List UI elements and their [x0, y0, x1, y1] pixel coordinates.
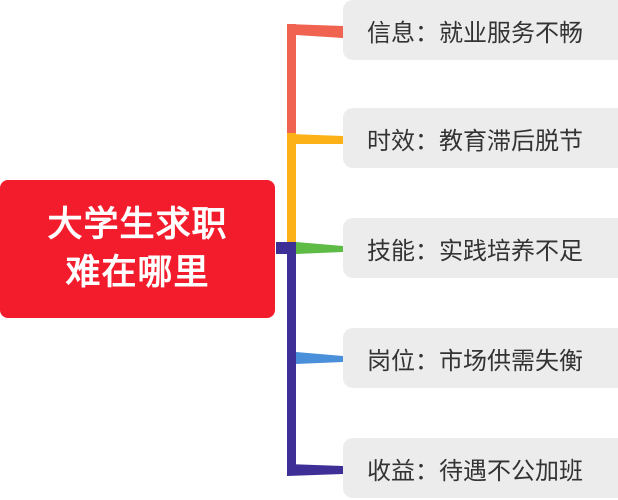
branch-label: 技能：实践培养不足 [367, 236, 583, 265]
root-topic-line1: 大学生求职 [47, 205, 228, 245]
branch-timeliness[interactable]: 时效：教育滞后脱节 [343, 108, 618, 168]
root-topic-line2: 难在哪里 [65, 253, 210, 293]
branch-income[interactable]: 收益：待遇不公加班 [343, 438, 618, 498]
branch-label: 收益：待遇不公加班 [367, 456, 583, 485]
branch-label: 信息：就业服务不畅 [367, 18, 583, 47]
branch-label: 时效：教育滞后脱节 [367, 126, 583, 155]
branch-skills[interactable]: 技能：实践培养不足 [343, 218, 618, 278]
root-topic[interactable]: 大学生求职 难在哪里 [0, 180, 275, 318]
branch-positions[interactable]: 岗位：市场供需失衡 [343, 328, 618, 388]
branch-information[interactable]: 信息：就业服务不畅 [343, 0, 618, 60]
branch-label: 岗位：市场供需失衡 [367, 346, 583, 375]
